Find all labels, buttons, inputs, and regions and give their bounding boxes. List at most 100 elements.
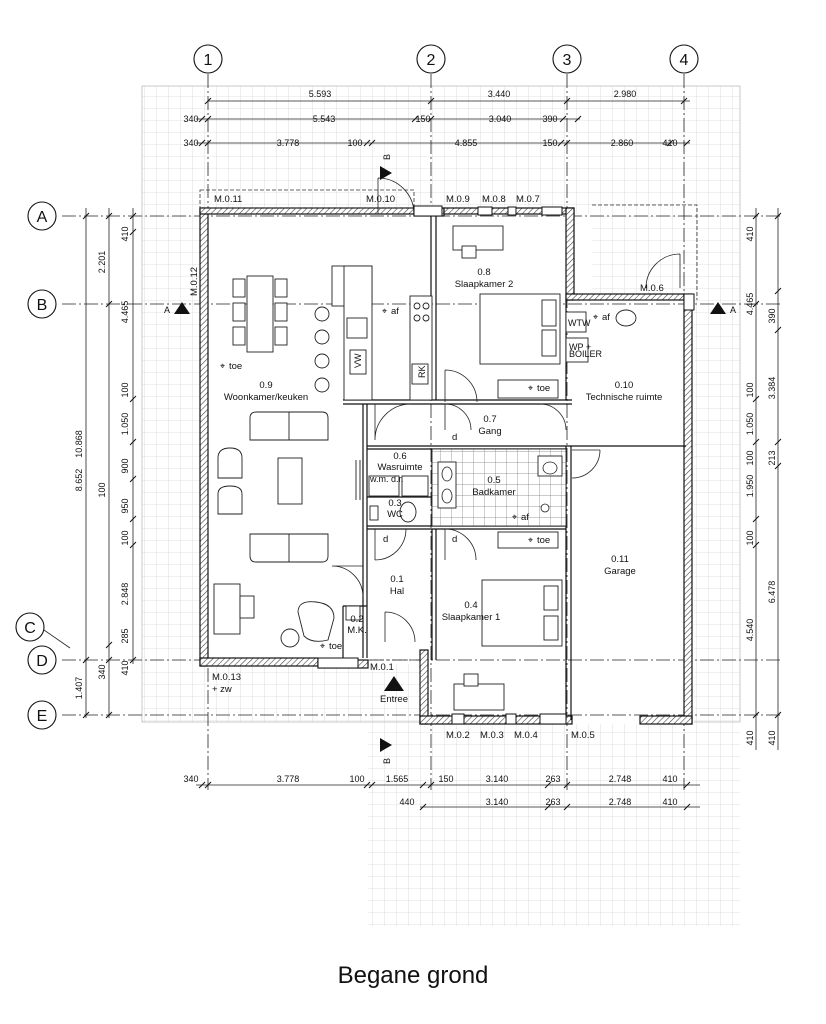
- axis-label-4: 4: [680, 52, 689, 69]
- dimension-labels-left: 10.868 8.652 1.407 2.201 4.465 2.848 285…: [74, 226, 130, 699]
- wm-dr-label: w.m. d.r.: [369, 474, 404, 484]
- dimension-chains-left: [82, 208, 137, 719]
- frame-code: M.0.6: [640, 283, 664, 294]
- frame-codes: M.0.11 M.0.10 M.0.9 M.0.8 M.0.7 M.0.12 M…: [189, 194, 664, 741]
- vent-label-af: af: [602, 312, 610, 323]
- room-name: Hal: [390, 586, 404, 597]
- dim-left-mid-3: 285: [120, 628, 130, 643]
- axis-label-1: 1: [204, 52, 213, 69]
- outer-walls: [199, 207, 693, 725]
- furniture-bedroom-2: [452, 225, 561, 399]
- dim-top-r3-3: 4.855: [455, 138, 478, 148]
- room-number: 0.8: [477, 267, 490, 278]
- door-undercut-label: d: [383, 534, 388, 545]
- dim-left-outer-2: 1.407: [74, 677, 84, 700]
- dim-right-mid-1: 390: [767, 308, 777, 323]
- axis-label-c: C: [24, 620, 36, 637]
- axis-bubbles: 1 2 3 4 A B C D E: [15, 44, 699, 730]
- dim-right-outer-0: 4.465: [745, 293, 755, 316]
- furniture-bedroom-1: [345, 531, 563, 711]
- dim-right-mid-3: 4.540: [745, 619, 755, 642]
- furniture-living: [213, 265, 433, 648]
- vent-marker: ⌖: [528, 383, 533, 393]
- drawing-title: Begane grond: [337, 962, 489, 989]
- dim-right-inner-0: 100: [745, 382, 755, 397]
- dim-bot-r2-3: 2.748: [609, 797, 632, 807]
- dim-left-mid-1: 4.465: [120, 301, 130, 324]
- dim-bot-r1-0: 340: [183, 774, 198, 784]
- frame-code: + zw: [212, 684, 232, 695]
- dim-left-inner-6: 100: [120, 530, 130, 545]
- dim-left-inner-4: 100: [97, 482, 107, 497]
- rk-label: RK: [417, 365, 427, 378]
- annotations: Entree ⌖ toe ⌖ toe ⌖ toe ⌖ toe ⌖ af ⌖ af…: [220, 306, 610, 705]
- dim-bot-r1-4: 150: [438, 774, 453, 784]
- room-number: 0.2: [350, 614, 363, 625]
- section-mark-bottom: B: [382, 758, 392, 764]
- dim-right-outer-1: 3.384: [767, 377, 777, 400]
- axis-label-e: E: [37, 708, 48, 725]
- dim-top-r3-0: 340: [183, 138, 198, 148]
- vent-marker: ⌖: [593, 312, 598, 322]
- dim-bot-r1-5: 3.140: [486, 774, 509, 784]
- vent-marker: ⌖: [512, 512, 517, 522]
- frame-code: M.0.9: [446, 194, 470, 205]
- dimension-chains-top: [196, 97, 691, 147]
- vent-marker: ⌖: [320, 641, 325, 651]
- dimension-labels-right: 4.465 3.384 6.478 410 410 390 213 4.540 …: [745, 226, 777, 745]
- room-name: WC: [387, 509, 403, 520]
- dim-top-r3-5: 2.860: [611, 138, 634, 148]
- room-number: 0.3: [388, 498, 401, 509]
- dim-left-inner-7: 410: [120, 660, 130, 675]
- frame-code: M.0.10: [366, 194, 395, 205]
- frame-code: M.0.2: [446, 730, 470, 741]
- dim-left-mid-4: 340: [97, 664, 107, 679]
- dim-bot-r2-4: 410: [662, 797, 677, 807]
- frame-code: M.0.1: [370, 662, 394, 673]
- section-mark-top: B: [382, 154, 392, 160]
- door-undercut-label: d: [452, 534, 457, 545]
- vent-label-af: af: [391, 306, 399, 317]
- room-name: M.K.: [347, 625, 367, 636]
- dim-top-r1-1: 3.440: [488, 89, 511, 99]
- room-name: Slaapkamer 1: [442, 612, 501, 623]
- room-name: Slaapkamer 2: [455, 279, 514, 290]
- doors: [331, 177, 681, 643]
- furniture-laundry-wc: [368, 475, 429, 523]
- room-name: Badkamer: [472, 487, 515, 498]
- axis-label-b: B: [37, 297, 48, 314]
- dim-top-r2-3: 3.040: [489, 114, 512, 124]
- dim-bot-r2-1: 3.140: [486, 797, 509, 807]
- dimension-labels-top: 5.593 3.440 2.980 340 5.543 150 3.040 39…: [183, 89, 677, 148]
- door-undercut-label: d: [452, 432, 457, 443]
- dimension-labels-bottom: 340 3.778 100 1.565 150 3.140 263 2.748 …: [183, 774, 677, 807]
- dim-top-r3-1: 3.778: [277, 138, 300, 148]
- room-number: 0.4: [464, 600, 477, 611]
- dim-bot-r2-2: 263: [545, 797, 560, 807]
- wp-boiler-label: BOILER: [569, 349, 603, 359]
- dim-bot-r1-1: 3.778: [277, 774, 300, 784]
- window-markers: [317, 205, 695, 725]
- furniture-bathroom: [431, 448, 567, 527]
- dim-bot-r1-7: 2.748: [609, 774, 632, 784]
- dim-top-r2-2: 150: [415, 114, 430, 124]
- section-mark-left: A: [164, 305, 170, 315]
- room-number: 0.9: [259, 380, 272, 391]
- dim-top-r3-6: 410: [662, 138, 677, 148]
- dim-bot-r1-3: 1.565: [386, 774, 409, 784]
- vent-label-toe: toe: [537, 535, 550, 546]
- dim-left-inner-3: 900: [120, 458, 130, 473]
- vent-label-toe: toe: [229, 361, 242, 372]
- frame-code: M.0.3: [480, 730, 504, 741]
- dim-left-inner-0: 410: [120, 226, 130, 241]
- wp-boiler-label: WP +: [569, 342, 591, 352]
- vent-marker: ⌖: [382, 306, 387, 316]
- dim-left-inner-2: 1.050: [120, 413, 130, 436]
- frame-code: M.0.5: [571, 730, 595, 741]
- dim-left-outer-0: 10.868: [74, 430, 84, 458]
- section-mark-right: A: [730, 305, 736, 315]
- overhangs: [199, 189, 698, 700]
- dim-left-inner-5: 950: [120, 498, 130, 513]
- dim-bot-r2-0: 440: [399, 797, 414, 807]
